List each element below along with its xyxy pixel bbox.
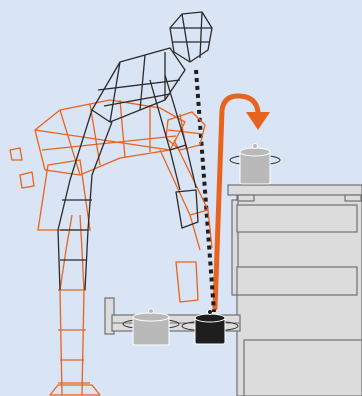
- pot-body: [240, 152, 270, 184]
- upper-drawer-front: [237, 205, 357, 232]
- middle-drawer-front: [237, 267, 357, 295]
- countertop: [228, 185, 362, 195]
- pot-lid: [195, 314, 225, 322]
- lower-cabinet-door: [244, 340, 362, 396]
- countertop-bracket: [238, 195, 254, 201]
- pot-lid-knob: [208, 310, 213, 315]
- countertop-bracket: [345, 195, 361, 201]
- pot-lid-knob: [253, 144, 258, 149]
- pot-lid: [240, 148, 270, 156]
- kitchen-cabinet: [228, 185, 362, 396]
- pot-lid: [133, 313, 169, 321]
- pot-lid-knob: [149, 309, 154, 314]
